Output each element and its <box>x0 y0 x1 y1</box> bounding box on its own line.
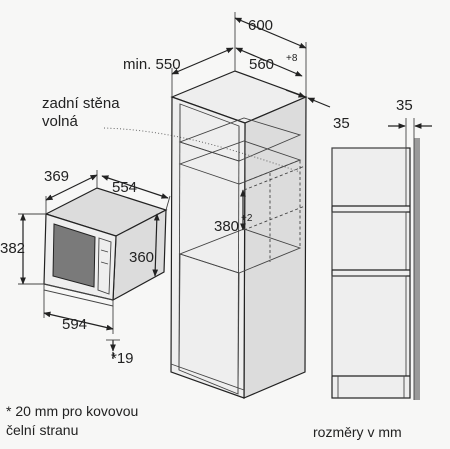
dim-560: 560 <box>249 56 274 73</box>
tall-cabinet <box>103 70 308 399</box>
cabinet-dimensions <box>171 12 331 231</box>
dim-360: 360 <box>129 249 154 266</box>
dim-35-right: 35 <box>333 115 350 132</box>
microwave-dimensions <box>18 170 171 359</box>
dim-19: *19 <box>111 350 134 367</box>
microwave-appliance <box>43 187 168 307</box>
rear-wall-label-line1: zadní stěna <box>42 95 120 112</box>
side-section <box>331 118 432 400</box>
footnote-line1: * 20 mm pro kovovou <box>6 403 138 419</box>
dim-554: 554 <box>112 179 137 196</box>
dim-35-side: 35 <box>396 97 413 114</box>
dim-600: 600 <box>248 17 273 34</box>
footnote-line2: čelní stranu <box>6 422 78 438</box>
rear-wall-label-line2: volná <box>42 113 79 130</box>
dim-min-550: min. 550 <box>123 56 181 73</box>
units-label: rozměry v mm <box>313 424 402 440</box>
dim-382: 382 <box>0 240 25 257</box>
dim-594: 594 <box>62 316 87 333</box>
dim-369: 369 <box>44 168 69 185</box>
dim-380: 380 <box>214 218 239 235</box>
dim-380-sup: +2 <box>241 213 253 224</box>
dim-560-sup: +8 <box>286 53 298 64</box>
